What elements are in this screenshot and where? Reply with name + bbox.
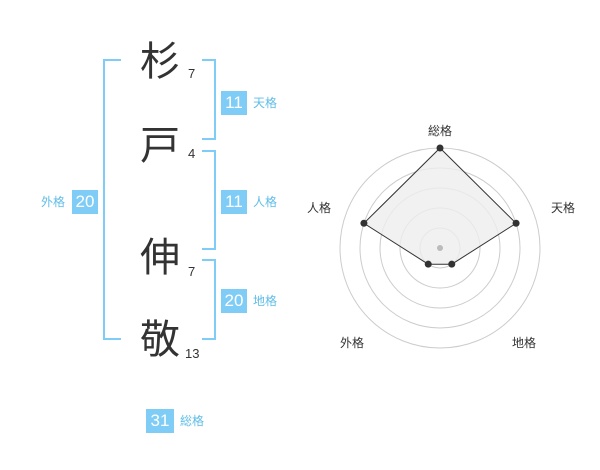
soukaku-value: 31 <box>146 409 174 433</box>
stroke-count-2: 4 <box>188 146 196 161</box>
radar-label-tenkaku: 天格 <box>551 200 575 215</box>
chikaku-bracket <box>202 259 216 340</box>
jinkaku-value: 11 <box>221 190 247 214</box>
chikaku-label: 地格 <box>253 294 278 308</box>
jinkaku-label: 人格 <box>253 195 278 209</box>
tenkaku-bracket <box>202 59 216 140</box>
radar-area <box>363 147 517 265</box>
chikaku-value: 20 <box>221 289 247 313</box>
radar-point <box>424 260 432 268</box>
radar-points <box>360 144 520 268</box>
stroke-count-3: 7 <box>188 264 196 279</box>
name-char-3: 伸 <box>140 235 180 281</box>
radar-point <box>512 219 520 227</box>
name-char-1: 杉 <box>140 39 180 85</box>
stroke-count-1: 7 <box>188 66 196 81</box>
stroke-count-4: 13 <box>185 346 200 361</box>
gaikaku-value: 20 <box>72 190 98 214</box>
radar-label-gaikaku: 外格 <box>340 335 364 350</box>
radar-label-soukaku: 総格 <box>428 123 452 138</box>
radar-label-chikaku: 地格 <box>512 335 536 350</box>
radar-point <box>436 144 444 152</box>
radar-center-dot <box>437 245 443 251</box>
jinkaku-bracket <box>202 150 216 250</box>
radar-point <box>360 219 368 227</box>
gaikaku-label: 外格 <box>41 195 66 209</box>
gaikaku-bracket <box>103 59 121 340</box>
radar-point <box>448 260 456 268</box>
radar-label-jinkaku: 人格 <box>307 200 331 215</box>
soukaku-label: 総格 <box>180 414 205 428</box>
tenkaku-value: 11 <box>221 91 247 115</box>
name-char-4: 敬 <box>140 317 180 363</box>
name-char-2: 戸 <box>140 123 180 169</box>
tenkaku-label: 天格 <box>253 96 278 110</box>
